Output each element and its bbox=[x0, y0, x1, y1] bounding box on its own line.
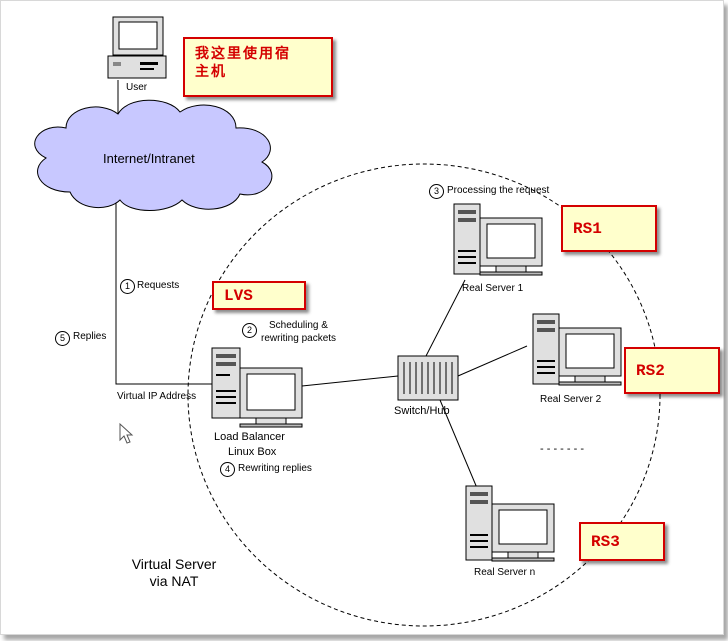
switch-rs2-link bbox=[457, 345, 528, 377]
cloud-lb-link bbox=[115, 198, 212, 385]
real-server-2-label: Real Server 2 bbox=[540, 394, 602, 405]
step-4-label: Rewriting replies bbox=[238, 463, 312, 474]
step-2-label-line1: Scheduling & bbox=[269, 320, 328, 331]
rs1-callout: RS1 bbox=[561, 205, 657, 252]
step-3-badge: 3 bbox=[429, 184, 444, 199]
step-1-label: Requests bbox=[137, 280, 180, 291]
virtual-ip-label: Virtual IP Address bbox=[117, 391, 197, 402]
virtual-server-boundary bbox=[187, 163, 661, 627]
lvs-callout: LVS bbox=[212, 281, 306, 310]
real-server-n-icon bbox=[465, 485, 555, 562]
step-5-label: Replies bbox=[73, 331, 107, 342]
step-5-badge: 5 bbox=[55, 331, 70, 346]
mouse-cursor-icon bbox=[119, 422, 134, 444]
linux-box-label: Linux Box bbox=[228, 446, 277, 458]
switch-rsn-link bbox=[439, 399, 478, 489]
switch-hub-label: Switch/Hub bbox=[394, 405, 450, 417]
connection-lines bbox=[115, 80, 528, 489]
step-2-badge: 2 bbox=[242, 323, 257, 338]
host-note-line2: 主机 bbox=[195, 64, 227, 80]
step-4-badge: 4 bbox=[220, 462, 235, 477]
internet-cloud-icon bbox=[34, 99, 273, 211]
real-server-n-label: Real Server n bbox=[474, 567, 536, 578]
host-note-callout: 我这里使用宿 主机 bbox=[183, 37, 333, 97]
cloud-label: Internet/Intranet bbox=[103, 151, 195, 166]
switch-rs1-link bbox=[425, 279, 466, 357]
step-1-badge: 1 bbox=[120, 279, 135, 294]
load-balancer-label: Load Balancer bbox=[214, 431, 285, 443]
real-server-1-icon bbox=[453, 203, 543, 276]
user-computer-icon bbox=[107, 16, 167, 79]
lb-switch-link bbox=[301, 375, 399, 387]
rs3-callout: RS3 bbox=[579, 522, 665, 561]
diagram-title-line1: Virtual Server bbox=[131, 556, 217, 572]
real-server-2-icon bbox=[532, 313, 622, 386]
step-2-label-line2: rewriting packets bbox=[261, 333, 337, 344]
diagram-title-line2: via NAT bbox=[149, 573, 199, 589]
user-label: User bbox=[126, 82, 148, 93]
switch-hub-icon bbox=[397, 355, 459, 401]
host-note-line1: 我这里使用宿 bbox=[195, 46, 291, 62]
load-balancer-icon bbox=[211, 347, 303, 428]
real-server-1-label: Real Server 1 bbox=[462, 283, 524, 294]
rs2-callout: RS2 bbox=[624, 347, 720, 394]
more-servers-ellipsis: - - - - - - - bbox=[540, 443, 584, 455]
step-3-label: Processing the request bbox=[447, 185, 550, 196]
